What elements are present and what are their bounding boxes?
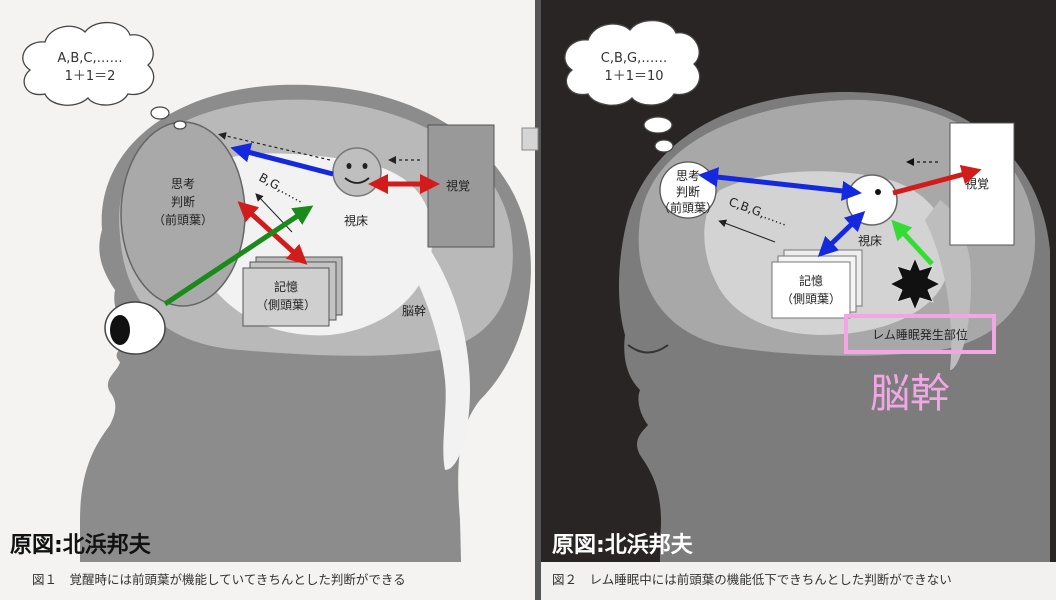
right-bubble-line1: C,B,G,……	[601, 51, 667, 66]
right-temporal-label: （側頭葉）	[781, 292, 841, 306]
left-memory-card-front	[242, 267, 330, 327]
right-rem-label: レム睡眠発生部位	[872, 327, 968, 342]
right-thought-bubble	[564, 19, 701, 153]
left-caption-strip	[0, 562, 535, 600]
right-rem-sun-icon	[888, 256, 942, 312]
right-frontal-label: （前頭葉）	[658, 200, 718, 215]
left-thalamus	[332, 147, 382, 197]
left-thalamus-smile	[344, 177, 370, 184]
right-flow-arrow	[718, 219, 776, 243]
right-panel: 思考 判断 （前頭葉） 視覚 視床 記憶 （側頭葉） C,B,G,…… レ	[541, 0, 1056, 600]
left-judgment-label: 判断	[171, 194, 195, 209]
left-temporal-label: （側頭葉）	[256, 298, 316, 312]
right-caption: 図２ レム睡眠中には前頭葉の機能低下できちんとした判断ができない	[552, 572, 952, 587]
left-pupil	[110, 315, 130, 345]
right-green-arrow	[891, 219, 934, 266]
right-thalamus	[846, 174, 898, 226]
left-blue-arrow	[230, 142, 334, 177]
right-vision-label: 視覚	[965, 176, 989, 191]
right-caption-strip	[541, 562, 1056, 600]
right-blue-arrow-memory	[817, 211, 866, 257]
left-green-arrow	[163, 205, 314, 307]
right-thalamus-dot	[875, 189, 881, 195]
left-panel: 思考 判断 （前頭葉） 視覚 視床 記憶 （側頭葉） 脳幹 B,G,……	[0, 0, 535, 600]
right-credit: 原図:北浜邦夫	[552, 533, 694, 558]
right-memory-card-front	[771, 261, 851, 319]
right-judgment-label: 判断	[676, 184, 700, 199]
left-bubble-line1: A,B,C,……	[57, 51, 122, 66]
right-memory-label: 記憶	[799, 273, 823, 288]
right-red-arrow-vision	[892, 164, 982, 196]
left-memory-label: 記憶	[274, 279, 298, 294]
left-credit: 原図:北浜邦夫	[10, 533, 152, 558]
right-thalamus-label: 視床	[858, 233, 882, 248]
right-closed-eye	[627, 344, 669, 354]
left-frontal-label: （前頭葉）	[153, 212, 213, 227]
right-brainstem-big-label: 脳幹	[870, 371, 950, 417]
right-bubble-line2: 1＋1＝10	[604, 69, 663, 84]
left-vision-label: 視覚	[446, 178, 470, 193]
right-blue-arrow-frontal	[698, 167, 862, 201]
left-brainstem-label: 脳幹	[402, 303, 426, 318]
divider-tab	[521, 127, 539, 151]
left-thalamus-label: 視床	[344, 213, 368, 228]
left-dashed-arrow-top	[218, 132, 331, 161]
left-thought-bubble	[22, 21, 187, 130]
left-thalamus-eye-right	[362, 163, 368, 169]
left-caption: 図１ 覚醒時には前頭葉が機能していてきちんとした判断ができる	[32, 572, 406, 587]
right-thinking-label: 思考	[676, 169, 700, 183]
left-bubble-line2: 1＋1＝2	[65, 69, 116, 84]
panel-divider	[535, 0, 541, 600]
right-rem-box	[844, 314, 996, 354]
left-thinking-label: 思考	[171, 177, 195, 191]
left-thalamus-eye-left	[346, 163, 352, 169]
left-brainstem-shape	[395, 235, 470, 470]
